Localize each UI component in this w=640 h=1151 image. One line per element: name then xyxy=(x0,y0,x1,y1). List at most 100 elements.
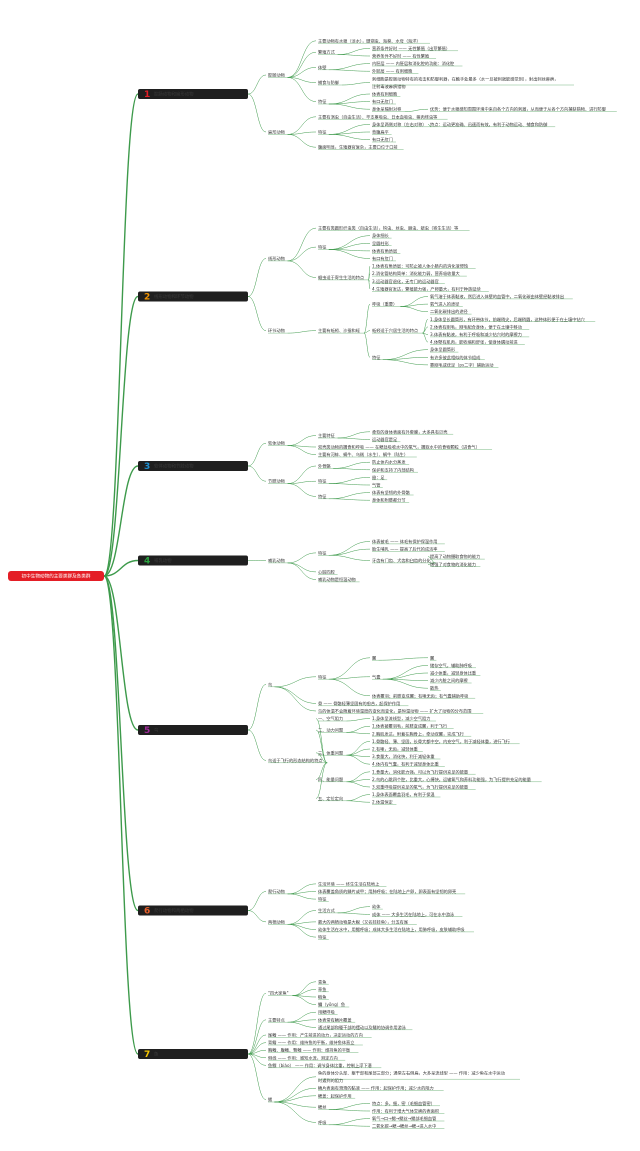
topic-label: 1.体表有角质层：可防止被人体小肠内的消化液侵蚀 xyxy=(372,263,468,270)
topic-label-line: 呼吸（重要） xyxy=(372,301,397,308)
branch-title: 哺乳动物 xyxy=(154,557,172,564)
topic-label: 有口有肛门 xyxy=(372,255,393,262)
connector-line xyxy=(287,246,317,262)
root-topic: 初中生物动物的主要类群及各类群 xyxy=(8,571,104,581)
connector-line xyxy=(382,359,429,366)
topic-label-line: 繁殖方式 xyxy=(318,49,336,56)
topic-label-line: 体表覆盖角质的鳞片或甲；用肺呼吸；在陆地上产卵，卵表面有坚韧的卵壳 xyxy=(318,888,457,895)
topic-label: 繁殖方式 xyxy=(318,49,336,56)
topic-label: 主要特征 xyxy=(318,432,336,439)
connector-line xyxy=(382,672,429,680)
branch-trunk xyxy=(103,575,139,731)
topic-label-line: 成体 —— 大多生活在陆地上，可在水中游泳 xyxy=(372,911,455,918)
branch-title: 鸟 xyxy=(154,727,159,734)
connector-line xyxy=(287,562,317,573)
connector-line xyxy=(333,468,371,471)
topic-label: 1.身体表面覆盖羽毛，有利于保温 xyxy=(372,791,435,798)
connector-line xyxy=(287,40,317,78)
topic-label-line: 鳞片表面有滑滑的黏液 —— 作用：起保护作用；减少水的阻力 xyxy=(318,1085,434,1092)
connector-line xyxy=(274,1076,317,1103)
connector-line xyxy=(328,243,371,250)
topic-label: 特征 xyxy=(318,673,327,680)
connector-line xyxy=(287,51,317,78)
connector-line xyxy=(328,555,371,561)
topic-label: 减小体重，减轻身体比重 xyxy=(430,670,476,677)
topic-label-line: 柔软的身体表面有外套膜，大多具有贝壳 xyxy=(372,428,448,435)
connector-line xyxy=(328,63,371,71)
topic-label: 特征 xyxy=(318,896,327,903)
branch-trunk xyxy=(103,575,139,912)
branch-title: 软体动物和节肢动物 xyxy=(154,463,194,470)
topic-label: 体表覆盖角质的鳞片或甲；用肺呼吸；在陆地上产卵，卵表面有坚韧的卵壳 xyxy=(318,888,457,895)
topic-label: 体表覆羽；前肢变成翼；有喙无齿；有气囊辅助呼吸 xyxy=(372,692,469,699)
connector-line xyxy=(315,762,328,799)
topic-label-line: 背腹扁平 xyxy=(372,129,389,136)
topic-label: 鳃丝 xyxy=(318,1104,326,1110)
topic-label-line: 气囊 xyxy=(372,673,380,680)
topic-label: 3.食量大，消化快，利于减轻体重 xyxy=(372,753,435,760)
connector-line xyxy=(400,306,429,312)
topic-label-line: 增强了对食物的消化能力 xyxy=(430,561,476,568)
topic-label: 鱼的身体分头部、躯干部和尾部三部分；通常左右侧扁，大多呈流线型 —— 作用：减少… xyxy=(318,1070,505,1085)
connector-line xyxy=(328,548,371,556)
connector-line xyxy=(337,431,371,439)
topic-label-line: 主要有蚯蚓、沙蚕和蛭 xyxy=(318,327,360,334)
topic-label: 牙齿有门齿、犬齿和臼齿的分化 xyxy=(372,557,431,564)
topic-label-line: 最大的两栖动物是大鲵（又名娃娃鱼），分五有尾 xyxy=(318,918,408,925)
topic-label-line: 幼体 xyxy=(372,903,381,910)
branch-title: 线形动物和环节动物 xyxy=(154,293,194,300)
connector-line xyxy=(382,678,429,689)
connector-line xyxy=(382,665,429,680)
connector-line xyxy=(346,771,371,783)
topic-label: 体表有坚韧的外骨骼 xyxy=(372,489,411,496)
topic-label: 营养条件不好时 —— 有性繁殖 xyxy=(372,53,429,60)
topic-label: 主要特点 xyxy=(268,1016,285,1023)
topic-label-line: 作用：有利于增大气体交换的表面积 xyxy=(372,1108,439,1115)
topic-label-line: 2.有喙，无齿，减轻体重 xyxy=(372,746,418,753)
connector-line xyxy=(346,725,371,733)
topic-label-line: 有许多彼此相似的体节组成 xyxy=(430,354,480,361)
topic-label: 体表有角质层 xyxy=(372,247,397,254)
topic-label-line: 特点：多，细，密（毛细血管密） xyxy=(372,1100,435,1107)
branch-title: 腔肠动物和扁形动物 xyxy=(154,91,194,98)
topic-label-line: 特征 xyxy=(318,244,327,251)
topic-label-line: 散热 xyxy=(430,685,439,692)
connector-line xyxy=(328,124,371,135)
topic-label-line: "四大家鱼" xyxy=(268,990,289,997)
topic-label-line: 双壳类动物的摄食和呼吸 —— 在鳃处吸收水中的氧气，摄取水中的食物颗粒（进食气） xyxy=(318,444,480,451)
topic-label: 有许多彼此相似的体节组成 xyxy=(430,354,480,361)
connector-line xyxy=(328,69,371,72)
topic-label-line: 特征 xyxy=(318,934,327,941)
topic-label: 爬行动物 xyxy=(268,888,285,895)
topic-label: 散热 xyxy=(430,685,439,692)
topic-label: 内胚层 —— 内胚层和消化腔的功能：消化腔 xyxy=(372,60,454,67)
topic-label: 3.体表有黏液，有利于呼吸和减少钻穴时的摩擦力 xyxy=(430,331,522,338)
connector-line xyxy=(287,480,317,484)
topic-label: 1.身体呈长圆筒形，有环带体节，前端稍尖，后端稍圆，这种体形便于在土壤中钻穴 xyxy=(430,316,586,323)
topic-label: 腹面明显，生殖器官复杂，主要口位于口前 xyxy=(318,144,398,151)
topic-label: 氧气溶于体表黏液，然后进入体壁的血管中，二氧化碳由体壁经黏液排出 xyxy=(430,293,564,300)
topic-label: 软体动物 xyxy=(268,440,285,447)
connector-line xyxy=(328,1124,371,1127)
topic-label: 成体 —— 大多生活在陆地上，可在水中游泳 xyxy=(372,911,455,918)
topic-label-line: 四、能量问题 xyxy=(318,776,344,783)
topic-label: 环节动物 xyxy=(268,327,285,334)
connector-line xyxy=(328,93,371,105)
connector-line xyxy=(287,465,317,484)
topic-label-line: 特征 xyxy=(318,129,327,136)
connector-line xyxy=(363,303,371,334)
connector-line xyxy=(346,781,371,788)
topic-label-line: 体表覆羽；前肢变成翼；有喙无齿；有气囊辅助呼吸 xyxy=(372,692,469,699)
connector-line xyxy=(346,732,371,735)
topic-label-line: 提高了动物摄取食物的能力 xyxy=(430,553,480,560)
connector-line xyxy=(247,992,267,1055)
topic-label-line: 心脏四腔 xyxy=(318,568,335,575)
topic-label: 呼吸（重要） xyxy=(372,301,397,308)
topic-label: 鳞片表面有滑滑的黏液 —— 作用：起保护作用；减少水的阻力 xyxy=(318,1085,434,1092)
connector-line xyxy=(287,116,317,135)
topic-label: 特征 xyxy=(318,98,327,105)
topic-label: 幼体生活在水中，用鳃呼吸；成体大多生活在陆地上，用肺呼吸，皮肤辅助呼吸 xyxy=(318,926,465,933)
connector-line xyxy=(333,461,371,469)
topic-label-line: 特征 xyxy=(318,493,327,500)
